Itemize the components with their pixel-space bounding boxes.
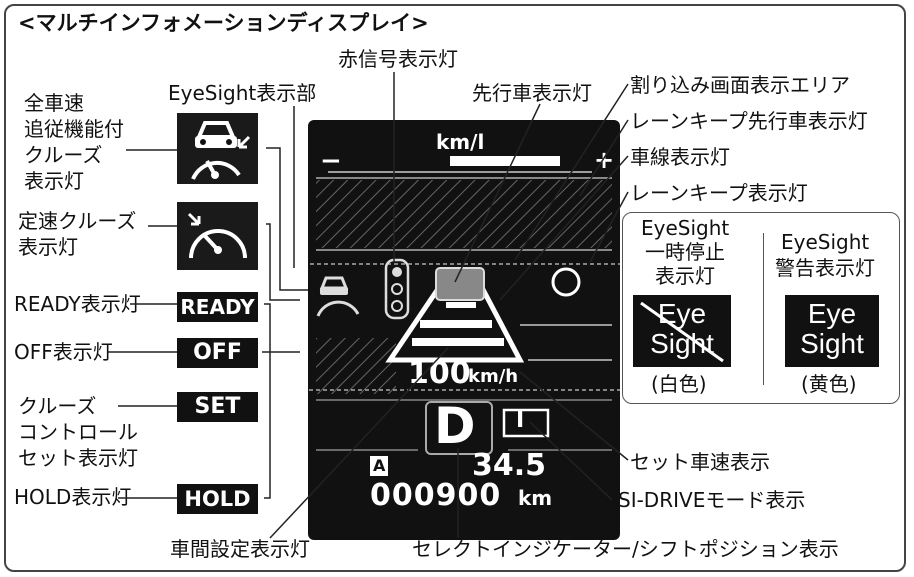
- pause-title-2: 一時停止: [645, 240, 725, 264]
- label-si-drive: SI-DRIVEモード表示: [618, 488, 806, 512]
- hold-badge: HOLD: [177, 484, 258, 514]
- label-ready: READY表示灯: [14, 292, 141, 316]
- odometer-unit: km: [518, 486, 553, 510]
- label-eyesight-area: EyeSight表示部: [168, 81, 317, 105]
- ready-badge-label: READY: [180, 295, 255, 319]
- set-speed-value: 100: [408, 356, 471, 391]
- pause-eye: Eye: [657, 298, 707, 329]
- constant-cruise-icon: [177, 202, 258, 270]
- multi-info-display: km/l − + 100 km/h D I A 34.5 000900 km: [308, 120, 620, 540]
- label-cruise-const-2: 表示灯: [18, 235, 78, 259]
- warn-title-1: EyeSight: [781, 230, 870, 254]
- eyesight-warning-icon: Eye Sight: [785, 295, 879, 367]
- off-badge-label: OFF: [193, 340, 242, 365]
- eyesight-indicator-panel: EyeSight 一時停止 表示灯 EyeSight 警告表示灯 Eye Sig…: [622, 212, 900, 404]
- pause-color: (白色): [651, 372, 707, 396]
- warn-color: (黄色): [801, 372, 857, 396]
- label-red-signal: 赤信号表示灯: [338, 47, 458, 71]
- fuel-minus: −: [320, 146, 342, 176]
- eyesight-pause-icon: Eye Sight: [633, 295, 731, 367]
- warn-eye: Eye: [807, 298, 857, 329]
- fuel-plus: +: [594, 146, 615, 174]
- label-lane-line: 車線表示灯: [630, 145, 730, 169]
- steering-wheel-icon: [551, 267, 581, 297]
- set-speed-unit: km/h: [468, 366, 519, 387]
- lead-vehicle-icon: [435, 267, 485, 301]
- label-select-indicator: セレクトインジケーター/シフトポジション表示: [412, 537, 839, 561]
- off-badge: OFF: [177, 338, 258, 368]
- label-off: OFF表示灯: [14, 340, 113, 364]
- hold-badge-label: HOLD: [184, 487, 251, 511]
- label-cruise-full-3: クルーズ: [24, 143, 103, 167]
- gear-position: D: [434, 397, 476, 455]
- label-lane-keep-lead: レーンキープ先行車表示灯: [630, 109, 868, 133]
- fuel-unit: km/l: [436, 130, 485, 154]
- fuel-gauge-bar: [328, 156, 592, 173]
- diagram-frame: [4, 4, 906, 572]
- set-badge: SET: [177, 392, 258, 422]
- label-cruise-full-2: 追従機能付: [24, 117, 124, 141]
- label-cruise-full-4: 表示灯: [24, 169, 84, 193]
- odometer-value: 000900: [370, 478, 502, 513]
- traffic-signal-icon: [384, 258, 410, 320]
- label-cruise-const-1: 定速クルーズ: [18, 209, 137, 233]
- warn-sight: Sight: [800, 328, 864, 359]
- label-set-speed: セット車速表示: [630, 450, 770, 474]
- label-interrupt-area: 割り込み画面表示エリア: [630, 73, 850, 97]
- full-speed-cruise-icon: [177, 113, 258, 184]
- label-lane-keep: レーンキープ表示灯: [630, 181, 808, 205]
- label-hold: HOLD表示灯: [14, 485, 132, 509]
- warn-title-2: 警告表示灯: [775, 256, 875, 280]
- set-badge-label: SET: [194, 394, 241, 419]
- ready-badge: READY: [177, 292, 258, 322]
- pause-title-3: 表示灯: [655, 264, 715, 288]
- diagram-title: <マルチインフォメーションディスプレイ>: [18, 11, 429, 35]
- label-distance-setting: 車間設定表示灯: [170, 537, 310, 561]
- label-cruise-set-3: セット表示灯: [18, 446, 138, 470]
- auto-mark: A: [370, 456, 389, 476]
- pause-title-1: EyeSight: [641, 216, 730, 240]
- label-cruise-set-2: コントロール: [18, 420, 138, 444]
- si-drive-mode: I: [516, 408, 525, 433]
- label-cruise-set-1: クルーズ: [18, 394, 97, 418]
- label-lead-vehicle: 先行車表示灯: [472, 81, 592, 105]
- label-cruise-full-1: 全車速: [24, 91, 84, 115]
